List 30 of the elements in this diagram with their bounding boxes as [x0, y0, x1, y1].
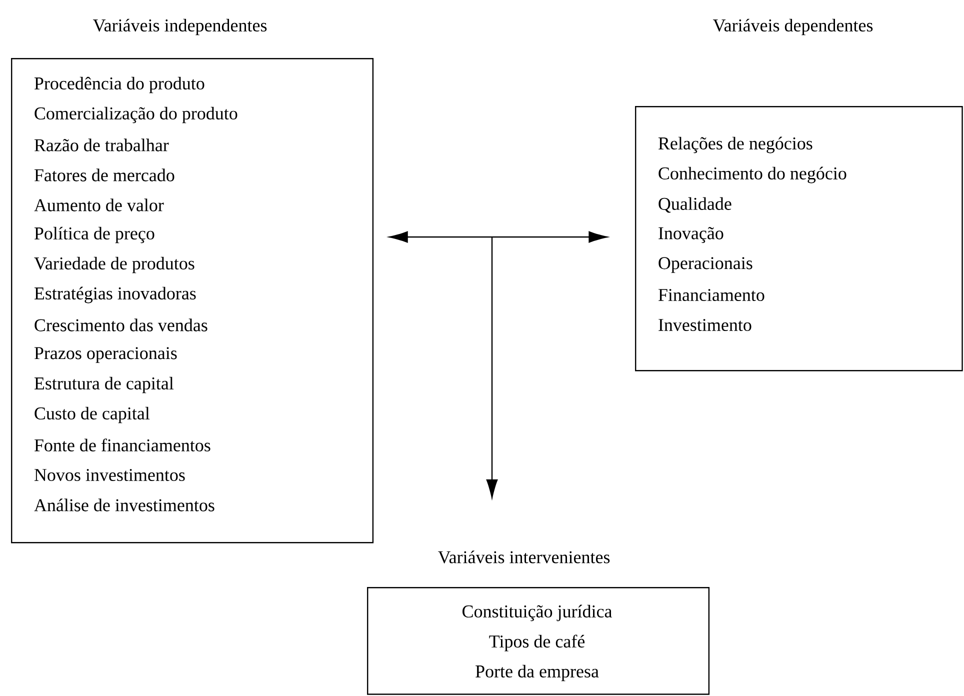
- list-item: Tipos de café: [489, 634, 585, 652]
- list-item: Estratégias inovadoras: [34, 286, 196, 304]
- list-item: Novos investimentos: [34, 468, 185, 482]
- list-item: Fatores de mercado: [34, 168, 174, 182]
- list-item: Variedade de produtos: [34, 256, 194, 274]
- list-item: Política de preço: [34, 226, 154, 244]
- arrow: [486, 237, 498, 498]
- list-item: Análise de investimentos: [34, 498, 214, 512]
- list-item: Operacionais: [658, 257, 752, 273]
- heading: Variáveis independentes: [93, 18, 267, 36]
- list-item: Comercialização do produto: [34, 106, 238, 124]
- list-item: Crescimento das vendas: [34, 318, 208, 332]
- list-item: Custo de capital: [34, 406, 150, 424]
- list-item: Aumento de valor: [34, 198, 164, 212]
- list-item: Procedência do produto: [34, 76, 204, 94]
- list-item: Estrutura de capital: [34, 376, 174, 394]
- list-item: Razão de trabalhar: [34, 138, 169, 152]
- list-item: Financiamento: [658, 288, 764, 302]
- list-item: Conhecimento do negócio: [658, 166, 846, 184]
- list-item: Investimento: [658, 318, 752, 332]
- list-item: Porte da empresa: [476, 664, 599, 682]
- list-item: Fonte de financiamentos: [34, 438, 210, 452]
- list-item: Relações de negócios: [658, 136, 812, 154]
- heading: Variáveis intervenientes: [438, 550, 610, 564]
- list-item: Prazos operacionais: [34, 347, 177, 363]
- list-item: Constituição jurídica: [462, 604, 612, 622]
- arrow: [389, 231, 608, 243]
- heading: Variáveis dependentes: [713, 18, 873, 36]
- list-item: Inovação: [658, 227, 724, 243]
- list-item: Qualidade: [658, 197, 732, 213]
